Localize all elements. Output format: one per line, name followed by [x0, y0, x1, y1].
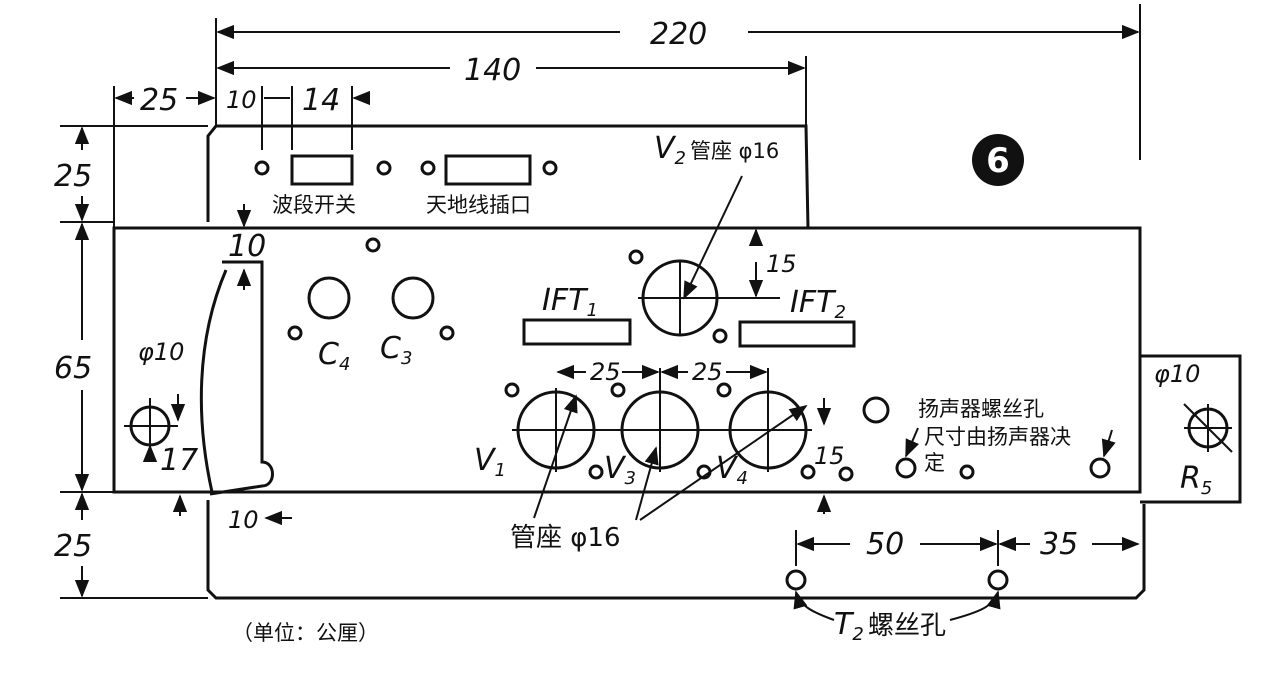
body-components: C4 C3 IFT1 IFT2 V2 管座 φ16 V1 V3 V4 [124, 131, 1116, 553]
figure-number-badge: 6 [972, 134, 1024, 186]
v2-socket-desc: 管座 φ16 [690, 139, 779, 163]
chassis-outline [112, 124, 1242, 600]
v3-label: V3 [604, 451, 636, 489]
band-switch-slot [290, 154, 354, 186]
speaker-leader-right [1101, 429, 1116, 458]
small-hole [365, 237, 381, 253]
v4-label: V4 [716, 451, 748, 489]
switch-hole-left [254, 160, 270, 176]
v3-mount-hole [610, 382, 626, 398]
dim-bottom-flange: 25 [54, 529, 92, 564]
dimension-lines: 220 140 25 10 14 25 65 25 10 10 [54, 4, 1141, 599]
ift2-label: IFT2 [790, 285, 846, 323]
v1-low-hole [588, 464, 604, 480]
r5-tab: R5 φ10 [1154, 360, 1233, 499]
extra-hole [838, 466, 854, 482]
socket-hole-left [420, 160, 436, 176]
t2-leader-left [793, 590, 835, 621]
t2-holes: T2 螺丝孔 [785, 569, 1009, 645]
speaker-label-3: 定 [924, 451, 945, 475]
dim-chassis-height: 65 [54, 351, 92, 386]
left-notch-curve [199, 269, 228, 493]
antenna-socket-slot [444, 154, 532, 186]
c4-hole [307, 276, 351, 320]
ift2-slot [738, 320, 856, 348]
speaker-hole-mid [959, 464, 975, 480]
speaker-leader-left [905, 427, 919, 458]
dim-tube-side: 15 [814, 442, 845, 470]
v4-mount-hole [716, 382, 732, 398]
right-hole-dim: φ10 [1154, 360, 1200, 388]
ift1-slot [522, 318, 632, 346]
socket-hole-right [542, 160, 558, 176]
v2-mount-hole-2 [712, 328, 728, 344]
v2-mount-hole-1 [628, 249, 644, 265]
dim-left-hole: φ10 [138, 338, 184, 366]
band-switch-label: 波段开关 [272, 193, 356, 217]
c3-label: C3 [380, 331, 412, 369]
speaker-hole-left [895, 457, 917, 479]
dim-first-hole: 10 [226, 86, 257, 114]
unit-note: （单位：公厘） [232, 621, 379, 645]
c4-mount-hole [287, 325, 303, 341]
dim-left-offset: 25 [140, 83, 178, 118]
v2-leader [683, 175, 743, 300]
tube-leader-3 [639, 404, 808, 521]
dim-t2-edge: 35 [1040, 527, 1078, 562]
c4-label: C4 [318, 337, 350, 375]
tube-leader-1 [533, 394, 578, 519]
t2-label: T2 [834, 607, 864, 645]
v1-mount-hole [504, 382, 520, 398]
r5-label: R5 [1180, 461, 1212, 499]
dim-tube-spacing-2: 25 [692, 358, 723, 386]
figure-number: 6 [986, 141, 1010, 181]
t2-hole-right [987, 569, 1009, 591]
dim-notch-depth: 10 [228, 229, 266, 264]
dim-switch-width: 14 [302, 83, 340, 118]
t2-hole-left [785, 569, 807, 591]
dim-tube-spacing-1: 25 [590, 358, 621, 386]
v4-low-hole [800, 464, 816, 480]
dim-top-flange: 25 [54, 159, 92, 194]
speaker-label-2: 尺寸由扬声器决 [924, 425, 1071, 449]
antenna-socket-label: 天地线插口 [426, 193, 531, 217]
speaker-center-hole [862, 396, 890, 424]
dim-top-span: 140 [464, 53, 521, 88]
left-notch [209, 260, 274, 496]
dim-left-hole-offset: 17 [160, 443, 198, 478]
speaker-hole-right [1089, 457, 1111, 479]
top-flange-components: 波段开关 天地线插口 [254, 154, 558, 217]
dim-t2-spacing: 50 [866, 527, 904, 562]
ift1-label: IFT1 [542, 283, 598, 321]
v2-label: V2 [654, 131, 686, 169]
switch-hole-right [376, 160, 392, 176]
dim-v2-offset: 15 [766, 250, 797, 278]
bottom-flange [206, 500, 1146, 600]
c3-hole [391, 276, 435, 320]
tube-socket-label: 管座 φ16 [510, 523, 621, 553]
dim-notch-bottom: 10 [228, 506, 259, 534]
c3-mount-hole [439, 325, 455, 341]
t2-hole-label: 螺丝孔 [868, 611, 946, 641]
v1-label: V1 [474, 443, 506, 481]
t2-leader-right [949, 590, 1001, 621]
speaker-label-1: 扬声器螺丝孔 [918, 397, 1044, 421]
tube-leader-2 [635, 446, 659, 521]
main-body [112, 226, 1142, 494]
dim-overall-width: 220 [650, 17, 707, 52]
right-tab [1140, 354, 1242, 504]
